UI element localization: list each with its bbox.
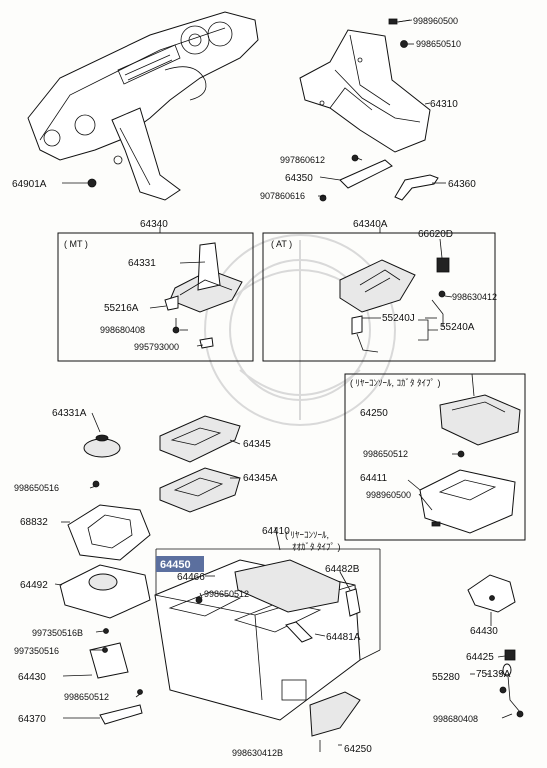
bezel-64345A <box>159 467 241 513</box>
watermark-emblem <box>204 234 396 426</box>
part-number-64370[interactable]: 64370 <box>18 714 46 725</box>
group-rear-console-large-label-1: ( ﾘﾔｰｺﾝｿｰﾙ, <box>285 530 329 540</box>
part-number-995793000[interactable]: 995793000 <box>134 342 179 352</box>
part-number-907860616[interactable]: 907860616 <box>260 191 305 201</box>
part-number-64492[interactable]: 64492 <box>20 580 48 591</box>
dashboard-illustration <box>27 11 259 201</box>
bracket-64370 <box>99 689 143 725</box>
bezel-64345 <box>159 415 241 463</box>
bracket-64360 <box>394 174 439 201</box>
part-number-64430-left[interactable]: 64430 <box>18 672 46 683</box>
part-number-64345A[interactable]: 64345A <box>243 473 278 484</box>
part-number-64310[interactable]: 64310 <box>430 99 458 110</box>
part-number-64331[interactable]: 64331 <box>128 258 156 269</box>
part-number-998650512-right[interactable]: 998650512 <box>363 449 408 459</box>
part-number-998680408-b[interactable]: 998680408 <box>433 714 478 724</box>
boot-64331A <box>83 434 121 458</box>
part-number-998960500[interactable]: 998960500 <box>413 16 458 26</box>
part-number-998650512-bl[interactable]: 998650512 <box>64 692 109 702</box>
part-number-75139A[interactable]: 75139A <box>476 669 511 680</box>
part-number-55240J[interactable]: 55240J <box>382 313 415 324</box>
part-number-64450[interactable]: 64450 <box>160 559 191 571</box>
at-box <box>262 232 496 362</box>
part-number-997860612[interactable]: 997860612 <box>280 155 325 165</box>
bracket-64430-right <box>467 574 516 613</box>
part-number-998960500-b[interactable]: 998960500 <box>366 490 411 500</box>
part-number-998650516[interactable]: 998650516 <box>14 483 59 493</box>
front-console-64310 <box>299 18 431 153</box>
part-number-64350[interactable]: 64350 <box>285 173 313 184</box>
part-number-64425[interactable]: 64425 <box>466 652 494 663</box>
part-number-998680408-top[interactable]: 998680408 <box>100 325 145 335</box>
group-at-label: ( AT ) <box>271 239 292 249</box>
part-number-64482B[interactable]: 64482B <box>325 564 360 575</box>
part-number-55240A[interactable]: 55240A <box>440 322 475 333</box>
part-number-64411[interactable]: 64411 <box>360 473 388 484</box>
part-number-64360[interactable]: 64360 <box>448 179 476 190</box>
highlight-box-64450 <box>156 556 204 572</box>
part-number-64466[interactable]: 64466 <box>177 572 205 583</box>
part-number-64481A[interactable]: 64481A <box>326 632 361 643</box>
part-number-55280[interactable]: 55280 <box>432 672 460 683</box>
rear-console-small-box <box>344 373 526 541</box>
part-number-55216A[interactable]: 55216A <box>104 303 139 314</box>
part-number-64340A[interactable]: 64340A <box>353 219 388 230</box>
group-rear-console-small-label: ( ﾘﾔｰｺﾝｿｰﾙ, ｺｶﾞﾀ ﾀｲﾌﾟ ) <box>350 378 441 388</box>
part-number-64250-top[interactable]: 64250 <box>360 408 388 419</box>
part-number-997350516[interactable]: 997350516 <box>14 646 59 656</box>
part-number-997350516B[interactable]: 997350516B <box>32 628 83 638</box>
boot-64492 <box>59 564 151 619</box>
part-number-64340[interactable]: 64340 <box>140 219 168 230</box>
part-number-68832[interactable]: 68832 <box>20 517 48 528</box>
part-number-998630412[interactable]: 998630412 <box>452 292 497 302</box>
part-number-998650512-mid[interactable]: 998650512 <box>204 589 249 599</box>
part-number-998630412B[interactable]: 998630412B <box>232 748 283 758</box>
part-number-64345[interactable]: 64345 <box>243 439 271 450</box>
bracket-55240 <box>418 319 438 341</box>
part-number-64331A[interactable]: 64331A <box>52 408 87 419</box>
group-mt-label: ( MT ) <box>64 239 88 249</box>
rear-console-large <box>154 559 361 737</box>
boot-plate-68832 <box>67 480 151 561</box>
part-number-64901A[interactable]: 64901A <box>12 179 47 190</box>
leader-lines <box>54 19 513 752</box>
part-number-998650510[interactable]: 998650510 <box>416 39 461 49</box>
part-number-64430-right[interactable]: 64430 <box>470 626 498 637</box>
group-rear-console-large-label-2: ｵｵｶﾞﾀ ﾀｲﾌﾟ ) <box>292 542 341 552</box>
part-number-64410[interactable]: 64410 <box>262 526 290 537</box>
mt-box <box>57 232 254 362</box>
part-number-64250-bottom[interactable]: 64250 <box>344 744 372 755</box>
part-number-66620D[interactable]: 66620D <box>418 229 453 240</box>
switch-assembly-55280 <box>499 649 524 718</box>
bracket-64350 <box>319 154 393 202</box>
bracket-64430-left <box>89 628 129 679</box>
